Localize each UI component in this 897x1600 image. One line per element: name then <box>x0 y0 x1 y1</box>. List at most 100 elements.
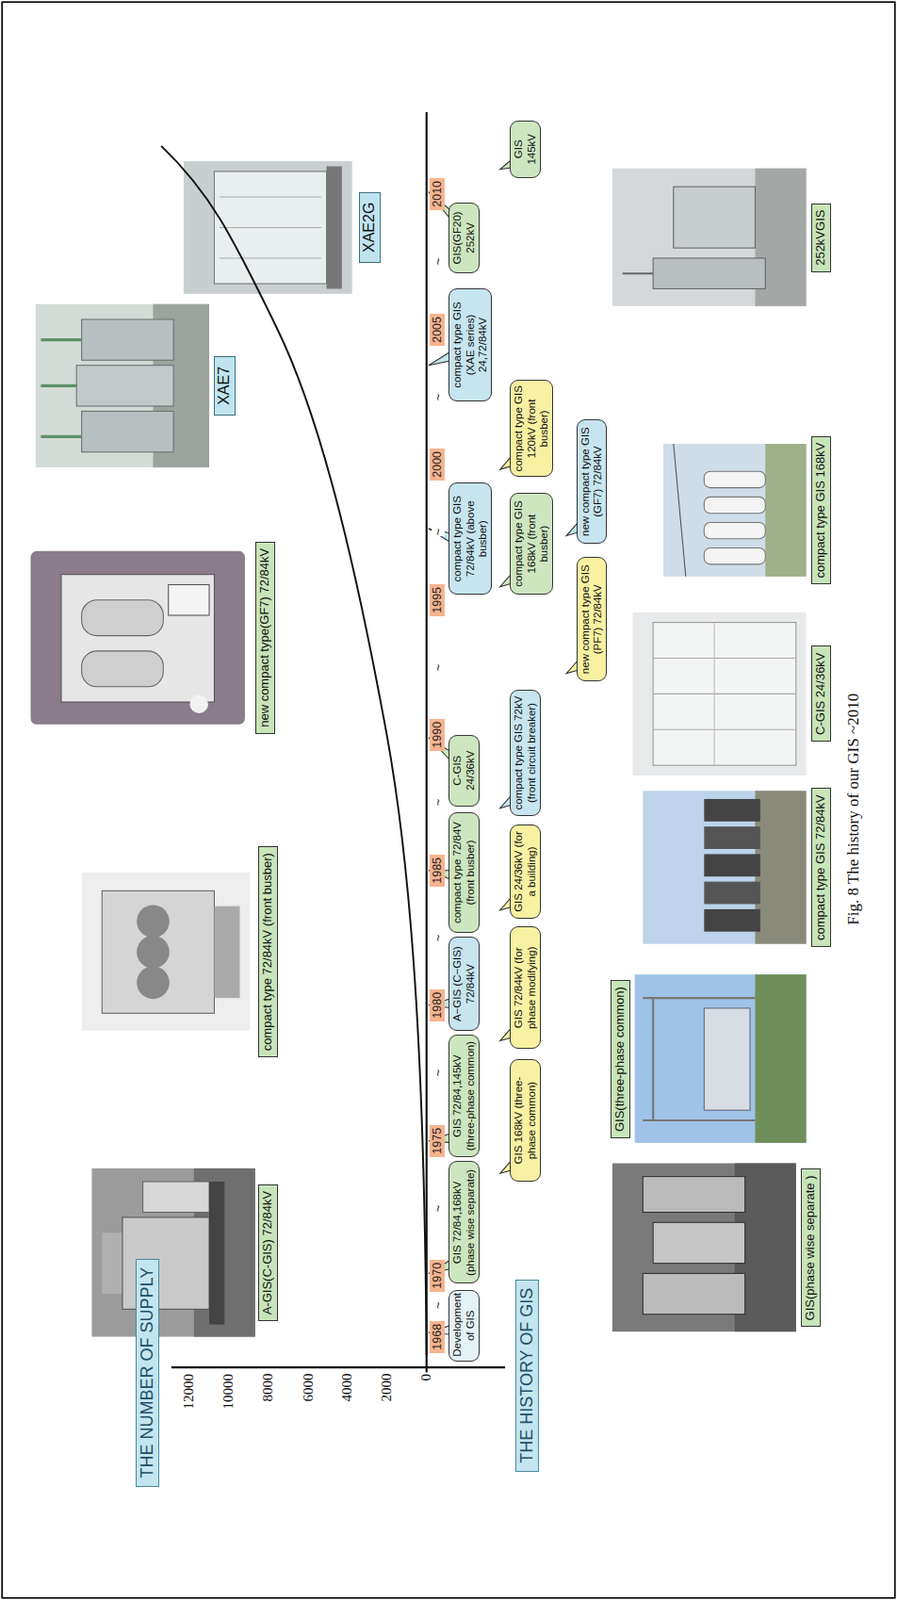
callout-bubble: GIS 168kV (three-phase common) <box>509 1059 540 1182</box>
node-text: 2000 <box>430 451 444 478</box>
year-marker: 1970 <box>429 1259 445 1292</box>
callout-tails <box>428 157 581 1336</box>
year-separator: ~ <box>431 798 445 808</box>
year-separator: ~ <box>431 933 445 944</box>
photo-compact-72kv <box>642 790 806 944</box>
axis-value: 2000 <box>378 1373 395 1403</box>
callout-bubble: compact type GIS 120kV (front busber) <box>509 379 554 477</box>
figure-caption: Fig. 8 The history of our GIS ~2010 <box>845 693 864 926</box>
node-text: GIS 72/84,145kV (three-phase common) <box>451 1039 476 1153</box>
node-text: GIS(three-phase common) <box>613 986 628 1132</box>
node-text: A−GIS (C−GIS) 72/84kV <box>451 941 476 1027</box>
node-text: 1995 <box>430 587 444 614</box>
photo-label: GIS(three-phase common) <box>610 979 631 1139</box>
node-text: compact type GIS 72/84kV <box>814 794 829 941</box>
photo-label: compact type GIS 168kV <box>811 436 832 586</box>
node-text: XAE2G <box>360 202 378 253</box>
year-separator: ~ <box>431 1068 445 1078</box>
node-text: GIS 72/84kV (for phase modifying) <box>512 930 538 1044</box>
node-text: new compact type GIS (PF7) 72/84kV <box>579 561 604 677</box>
node-text: compact type 72/84V (front busber) <box>451 816 476 929</box>
callout-bubble: compact type GIS (XAE series) 24,72/84kV <box>448 288 492 401</box>
photo-label: new compact type(GF7) 72/84kV <box>255 541 276 734</box>
callout-bubble: compact type GIS 72/84kV (above busber) <box>448 482 492 595</box>
node-text: GIS(phase wise separate ) <box>803 1175 818 1322</box>
node-text: compact type 72/84kV (front busber) <box>260 852 276 1051</box>
photo-compact-front-busbar <box>81 872 251 1031</box>
supply-curve <box>161 146 427 1355</box>
photo-three-phase-common <box>635 974 807 1143</box>
axis-value: 6000 <box>300 1373 317 1403</box>
callout-bubble: new compact type GIS (GF7) 72/84kV <box>576 419 607 544</box>
callout-bubble: compact type 72/84V (front busber) <box>448 812 479 933</box>
node-text: new compact type GIS (GF7) 72/84kV <box>579 424 604 539</box>
callout-bubble: GIS(GF20) 252kV <box>448 202 479 275</box>
node-text: compact type GIS 120kV (front busber) <box>512 384 551 473</box>
axis-value: 4000 <box>339 1373 356 1403</box>
year-separator: ~ <box>431 1204 445 1214</box>
callout-bubble: GIS 72/84,145kV (three-phase common) <box>448 1034 479 1158</box>
year-separator: ~ <box>431 392 445 403</box>
section-header: THE HISTORY OF GIS <box>515 1279 539 1472</box>
year-marker: 1975 <box>429 1125 445 1158</box>
photo-label: compact type 72/84kV (front busber) <box>258 846 278 1058</box>
year-marker: 1995 <box>429 584 445 617</box>
callout-bubble: A−GIS (C−GIS) 72/84kV <box>448 936 479 1031</box>
year-marker: 2005 <box>429 313 445 346</box>
node-text: 1975 <box>430 1127 444 1155</box>
photo-label: A-GIS(C-GIS) 72/84kV <box>258 1184 278 1322</box>
section-header: THE NUMBER OF SUPPLY <box>135 1258 160 1487</box>
node-text: 1970 <box>430 1262 444 1289</box>
callout-bubble: GIS 24/36kV (for a building) <box>509 824 540 919</box>
node-text: THE HISTORY OF GIS <box>517 1288 538 1464</box>
year-marker: 1980 <box>429 989 445 1022</box>
callout-bubble: GIS 145kV <box>509 120 540 179</box>
year-marker: 2010 <box>429 178 445 211</box>
axis-value: 12000 <box>180 1373 197 1410</box>
year-marker: 2000 <box>429 448 445 481</box>
photo-xae2g <box>183 161 353 294</box>
axis-value: 10000 <box>220 1373 237 1410</box>
callout-bubble: compact type GIS 72kV (front circuit bre… <box>509 689 540 816</box>
photo-phase-separate <box>612 1163 797 1333</box>
node-text: Development of GIS <box>451 1294 476 1357</box>
callout-bubble: compact type GIS 168kV (front busber) <box>509 492 554 595</box>
year-separator: ~ <box>431 663 445 673</box>
callout-bubble: new compact type GIS (PF7) 72/84kV <box>576 556 607 682</box>
photo-252kv <box>612 168 807 307</box>
photo-agis <box>91 1168 255 1338</box>
callout-bubble: C-GIS 24/36kV <box>448 734 479 807</box>
photo-label: XAE7 <box>213 356 235 416</box>
node-text: new compact type(GF7) 72/84kV <box>258 548 273 728</box>
node-text: 1968 <box>430 1323 444 1351</box>
node-text: 2010 <box>430 180 444 208</box>
node-text: compact type GIS 168kV <box>814 442 829 579</box>
photo-label: C-GIS 24/36kV <box>811 645 832 741</box>
callout-bubble: GIS 72/84kV (for phase modifying) <box>509 926 540 1049</box>
node-text: GIS 145kV <box>512 125 538 174</box>
node-text: 2005 <box>430 316 444 343</box>
node-text: GIS 72/84,168kV (phase wise separate) <box>451 1165 476 1279</box>
node-text: compact type GIS 72/84kV (above busber) <box>451 487 490 590</box>
year-marker: 1968 <box>429 1321 445 1354</box>
photo-label: GIS(phase wise separate ) <box>800 1169 821 1328</box>
node-text: compact type GIS (XAE series) 24,72/84kV <box>451 293 490 396</box>
year-separator: ~ <box>431 527 445 538</box>
photo-label: compact type GIS 72/84kV <box>811 787 832 947</box>
node-text: compact type GIS 168kV (front busber) <box>512 497 551 590</box>
photo-c-gis <box>632 612 806 776</box>
node-text: 1990 <box>430 721 444 749</box>
photo-label: XAE2G <box>358 192 380 263</box>
year-marker: 1985 <box>429 854 445 887</box>
node-text: C-GIS 24/36kV <box>451 739 476 802</box>
photo-gf7 <box>30 551 245 725</box>
node-text: 1985 <box>430 857 444 884</box>
node-text: compact type GIS 72kV (front circuit bre… <box>512 694 538 812</box>
photo-xae7 <box>35 304 210 468</box>
node-text: 252kVGIS <box>814 210 829 266</box>
node-text: XAE7 <box>215 366 233 406</box>
axis-value: 8000 <box>260 1373 277 1403</box>
